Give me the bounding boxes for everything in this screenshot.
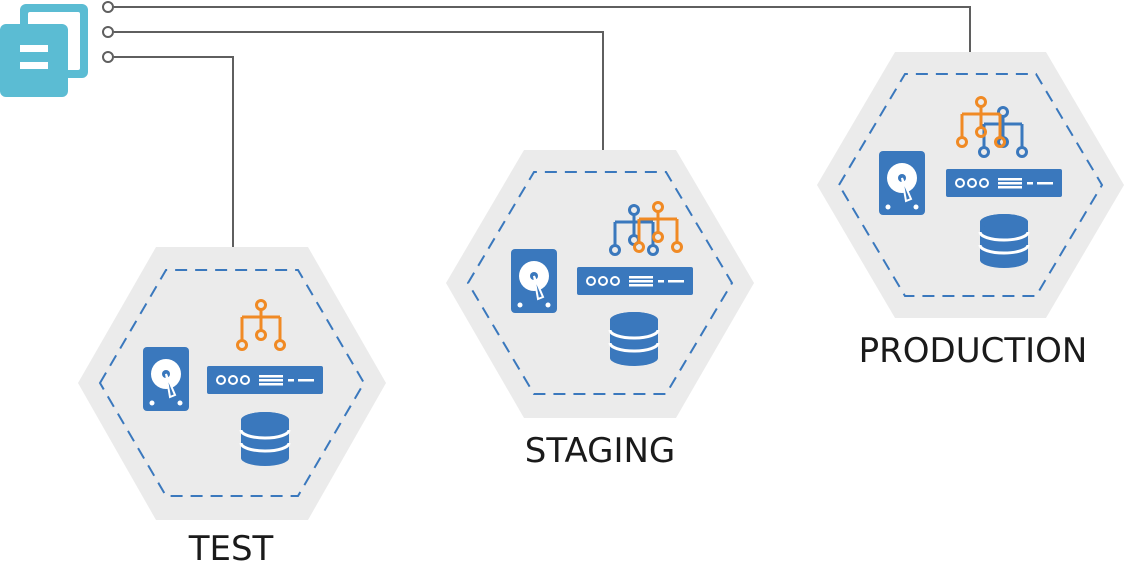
connector-production [114, 6, 971, 72]
connector-port-production [102, 1, 114, 13]
database-icon [239, 410, 291, 468]
hard-drive-icon [878, 150, 926, 216]
connectors [102, 1, 971, 270]
server-rack-icon [206, 365, 324, 395]
hex-dashed-outline [98, 269, 366, 497]
connector-port-test [102, 51, 114, 63]
environment-label-staging: STAGING [525, 431, 676, 471]
environment-staging: STAGING [446, 150, 754, 471]
connector-test [114, 56, 234, 270]
hex-dashed-outline [466, 171, 734, 395]
copy-documents-icon [0, 4, 88, 97]
database-icon [978, 212, 1030, 270]
environment-test: TEST [78, 247, 386, 569]
server-rack-icon [945, 168, 1063, 198]
connector-staging [114, 31, 604, 170]
environment-label-production: PRODUCTION [859, 331, 1088, 371]
hard-drive-icon [142, 346, 190, 412]
hard-drive-icon [510, 248, 558, 314]
environment-production: PRODUCTION [817, 52, 1124, 371]
hex-dashed-outline [837, 73, 1104, 297]
server-rack-icon [576, 266, 694, 296]
database-icon [608, 310, 660, 368]
environment-label-test: TEST [188, 529, 274, 569]
connector-port-staging [102, 26, 114, 38]
